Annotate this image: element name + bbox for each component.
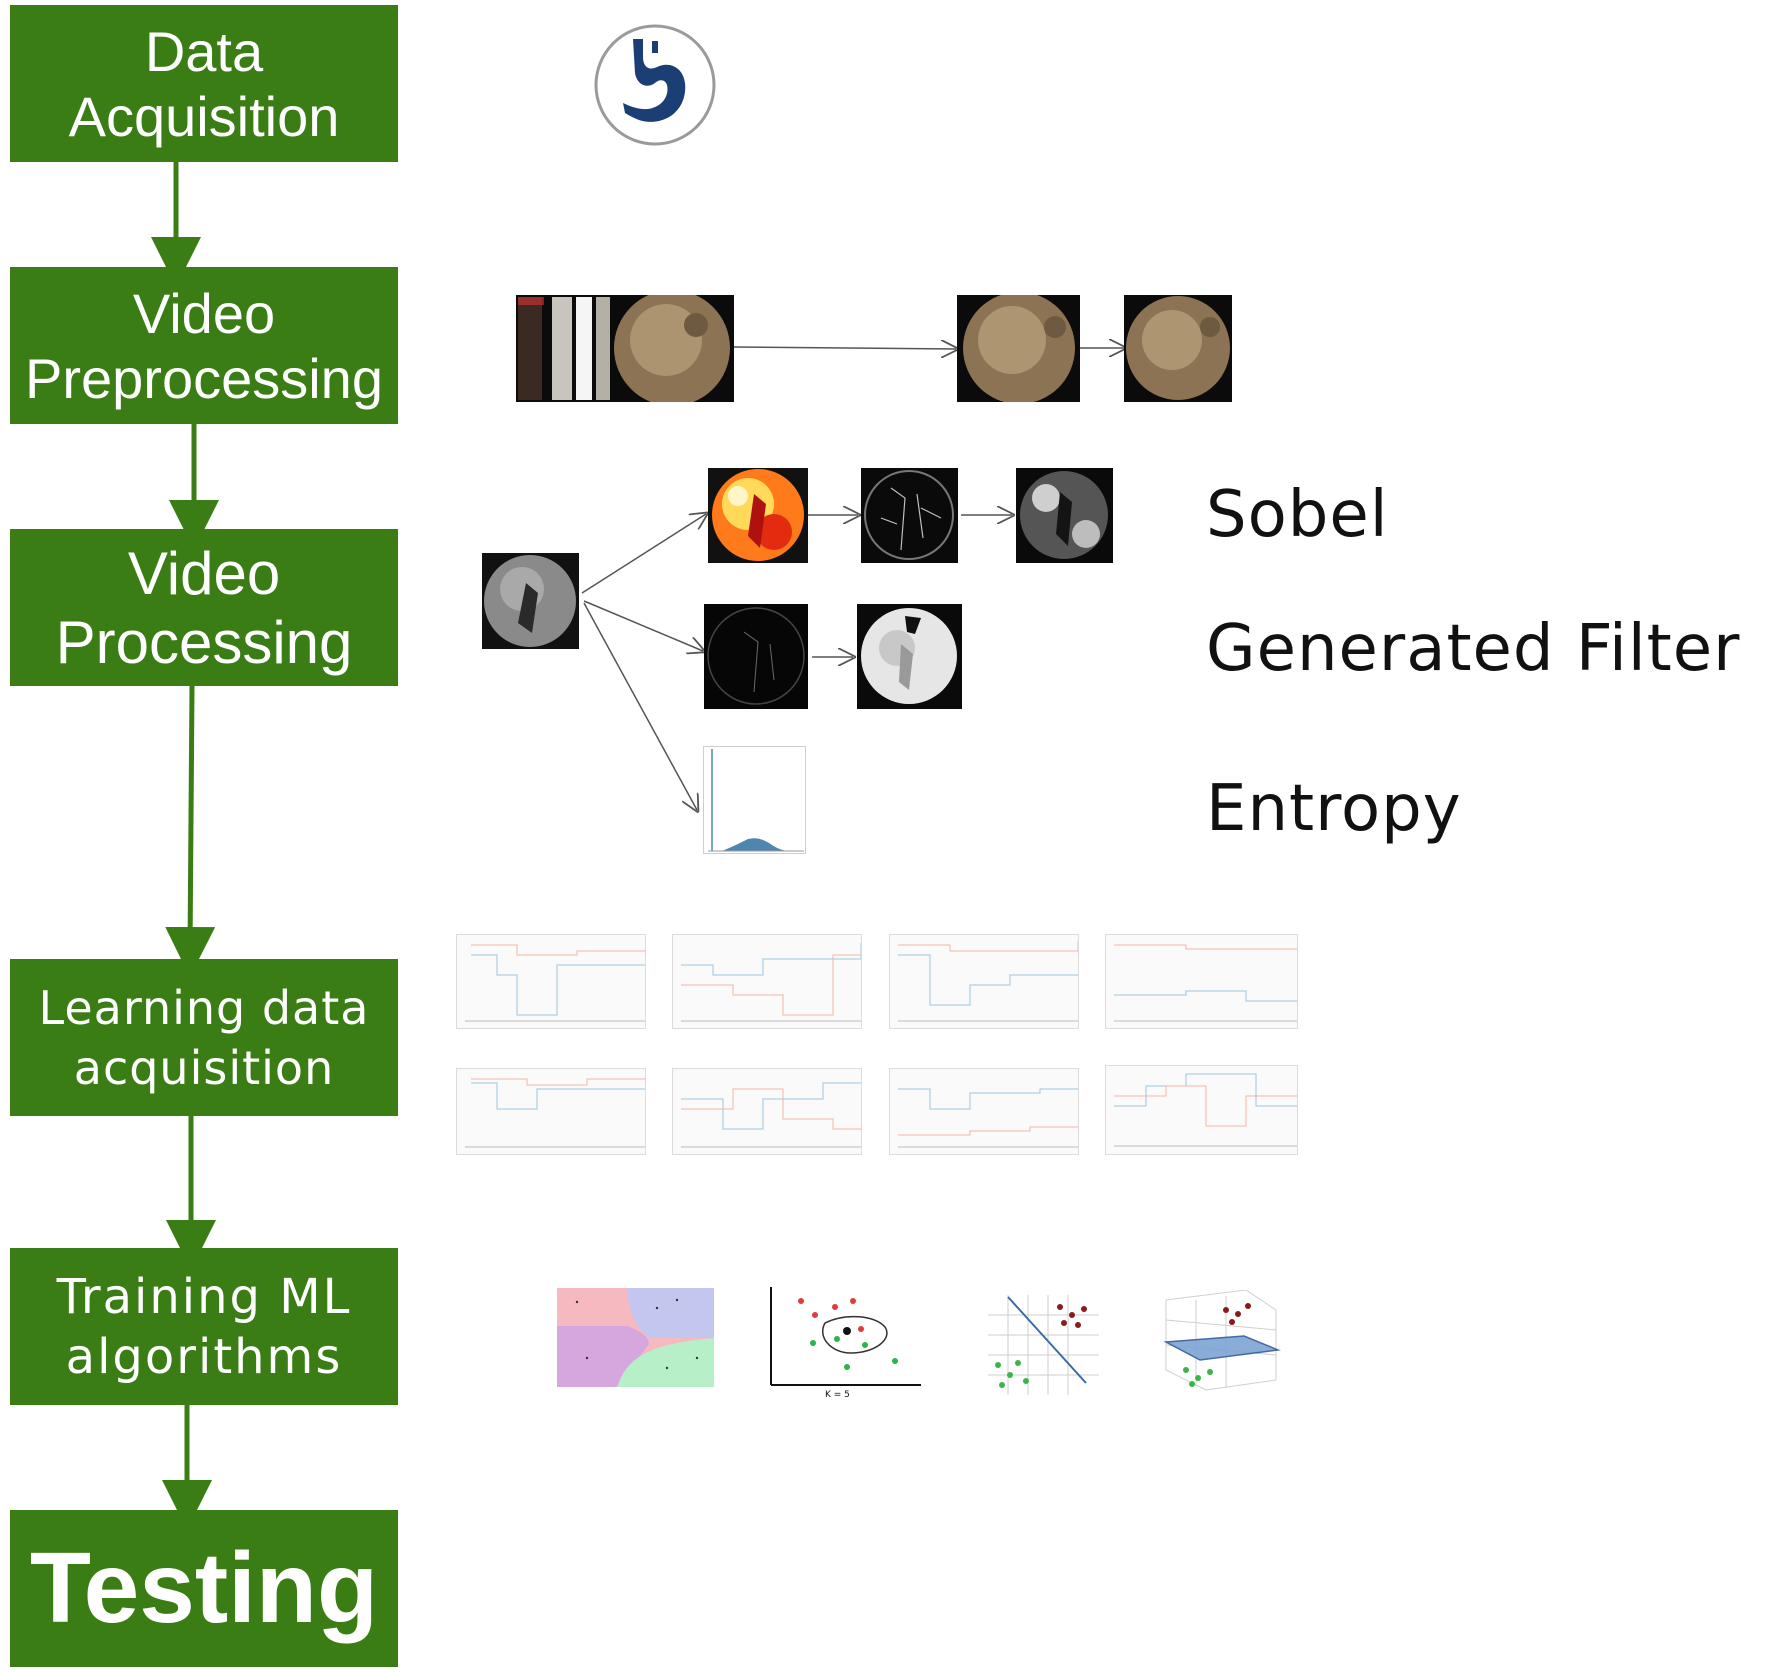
- feature-plot-2: [672, 934, 862, 1029]
- label-generated-filter: Generated Filter: [1206, 612, 1741, 686]
- masked-frame: [1124, 295, 1232, 402]
- step-label: Learning data acquisition: [38, 980, 370, 1095]
- label-entropy: Entropy: [1206, 772, 1462, 846]
- step-label: Testing: [29, 1532, 379, 1644]
- decision-regions-plot: [557, 1288, 714, 1387]
- step-label: Video Processing: [55, 539, 353, 676]
- branch-arrow-entropy: [583, 602, 697, 810]
- preproc-arrow-1: [733, 347, 956, 349]
- cropped-frame: [957, 295, 1080, 402]
- step-testing: Testing: [10, 1510, 398, 1667]
- step-label: Training ML algorithms: [56, 1268, 352, 1385]
- arrow-3: [165, 685, 216, 977]
- feature-plot-7: [889, 1068, 1079, 1155]
- raw-frame-stack: [516, 295, 734, 402]
- feature-plot-5: [456, 1068, 646, 1155]
- knn-caption: K = 5: [825, 1390, 850, 1399]
- step-learning-data-acquisition: Learning data acquisition: [10, 959, 398, 1116]
- step-video-preprocessing: Video Preprocessing: [10, 267, 398, 424]
- svm-3d-plot: [1163, 1290, 1281, 1391]
- knn-plot: K = 5: [770, 1287, 921, 1399]
- step-video-processing: Video Processing: [10, 529, 398, 686]
- stomach-icon: [594, 24, 716, 146]
- svm-2d-plot: [988, 1295, 1099, 1395]
- feature-plot-4: [1105, 934, 1298, 1029]
- heatmap-frame: [708, 468, 808, 563]
- feature-plot-6: [672, 1068, 862, 1155]
- branch-arrow-generated: [583, 600, 703, 651]
- step-label: Video Preprocessing: [25, 281, 383, 410]
- label-sobel: Sobel: [1206, 478, 1389, 552]
- grayscale-frame: [482, 553, 579, 649]
- step-training-ml-algorithms: Training ML algorithms: [10, 1248, 398, 1405]
- feature-plot-1: [456, 934, 646, 1029]
- feature-plot-8: [1105, 1065, 1298, 1155]
- step-label: Data Acquisition: [68, 19, 340, 148]
- branch-arrow-sobel: [581, 514, 706, 594]
- generated-frame-1: [704, 604, 808, 709]
- sobel-frame-2: [1016, 468, 1113, 563]
- entropy-histogram: [703, 746, 806, 854]
- generated-frame-2: [857, 604, 962, 709]
- step-data-acquisition: Data Acquisition: [10, 5, 398, 162]
- feature-plot-3: [889, 934, 1079, 1029]
- sobel-frame-1: [861, 468, 958, 563]
